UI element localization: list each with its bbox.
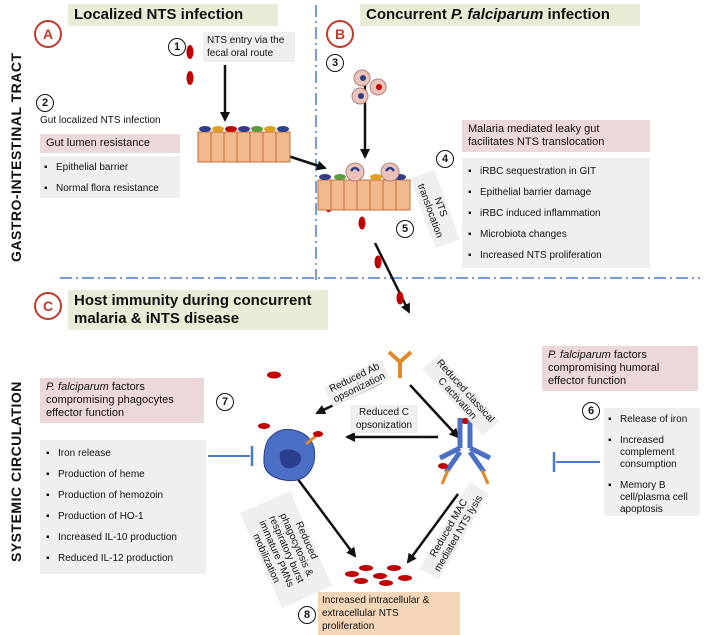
nts-bacterium [374,255,382,269]
step-8-line3: proliferation [322,621,375,632]
complement-complex [438,418,492,485]
nts-bacterium [186,71,194,85]
side-label-systemic: SYSTEMIC CIRCULATION [8,381,24,562]
panel-title-c-line1: Host immunity during concurrent [74,292,312,309]
panel-letter-b: B [326,20,354,48]
step-1-text: NTS entry via the fecal oral route [203,32,295,62]
step-4-header-line1: Malaria mediated leaky gut [468,123,600,135]
arrow-gut-to-b [284,153,327,171]
nts-bacterium [396,291,404,305]
nts-bacterium [186,45,194,59]
panel-title-b-part2: infection [543,6,610,23]
step-7-header-rest: factors [108,381,145,393]
step-7-list: Iron release Production of heme Producti… [46,448,200,565]
step-1-line2: fecal oral route [207,48,274,59]
step-2-label: Gut localized NTS infection [40,115,161,126]
step-1-number: 1 [168,38,186,56]
step-4-item: Epithelial barrier damage [468,187,644,199]
step-8-number: 8 [298,606,316,624]
step-4-item: iRBC sequestration in GIT [468,166,644,178]
step-7-list-box: Iron release Production of heme Producti… [40,440,206,574]
arrow-complement-to-nts [406,493,460,564]
step-1-line1: NTS entry via the [207,35,285,46]
infected-rbc-group [351,69,387,105]
step-7-number: 7 [216,393,234,411]
arrow-phagocyte-to-nts [295,477,357,558]
panel-letter-a: A [34,20,62,48]
panel-letter-c: C [34,292,62,320]
step-2-number: 2 [36,94,54,112]
step-6-header-italic: P. falciparum [548,349,611,361]
arrow-translocation [373,242,411,314]
step-8-line2: extracellular NTS [322,608,399,619]
step-7-item: Reduced IL-12 production [46,553,200,565]
nts-bacterium [267,371,281,379]
step-2-list-box: Epithelial barrier Normal flora resistan… [40,156,180,198]
nts-bacterium [358,216,366,230]
step-2-item: Normal flora resistance [44,183,176,195]
step-6-header: P. falciparum factors compromising humor… [542,346,698,391]
step-6-item: Increased complement consumption [608,435,696,471]
step-4-number: 4 [436,150,454,168]
step-7-item: Production of hemozoin [46,490,200,502]
step-5-number: 5 [396,220,414,238]
step-7-header-line2: compromising phagocytes [46,394,174,406]
panel-title-c-line2: malaria & iNTS disease [74,310,240,327]
panel-title-c: Host immunity during concurrent malaria … [68,290,328,330]
step-7-item: Increased IL-10 production [46,532,200,544]
step-6-item: Release of iron [608,414,696,426]
label-reduced-c: Reduced C opsonization [350,405,418,433]
nts-cluster [345,565,412,586]
antibody-shape [387,350,413,378]
step-6-header-line2: compromising humoral [548,362,660,374]
step-4-item: iRBC induced inflammation [468,208,644,220]
step-7-item: Iron release [46,448,200,460]
step-2-resistance: Gut lumen resistance [40,134,180,153]
nts-bacterium [258,423,270,429]
label-reduced-c-line2: opsonization [355,420,413,431]
panel-title-b-part1: Concurrent [366,6,452,23]
step-7-header-italic: P. falciparum [46,381,109,393]
gut-epithelium-b [317,162,411,211]
step-8-line1: Increased intracellular & [322,595,430,606]
step-4-list-box: iRBC sequestration in GIT Epithelial bar… [462,158,650,268]
phagocyte-cell [263,428,323,482]
arrow-ab-to-complement [409,384,460,439]
step-2-item: Epithelial barrier [44,162,176,174]
step-4-header: Malaria mediated leaky gut facilitates N… [462,120,650,152]
step-4-list: iRBC sequestration in GIT Epithelial bar… [468,166,644,262]
panel-title-b: Concurrent P. falciparum infection [360,4,640,26]
step-6-header-rest: factors [610,349,647,361]
panel-title-a: Localized NTS infection [68,4,278,26]
step-7-item: Production of heme [46,469,200,481]
step-7-item: Production of HO-1 [46,511,200,523]
step-6-item: Memory B cell/plasma cell apoptosis [608,480,696,516]
panel-title-b-italic: P. falciparum [451,6,544,23]
label-reduced-c-line1: Reduced C [358,407,410,418]
step-6-list-box: Release of iron Increased complement con… [604,408,700,516]
step-2-list: Epithelial barrier Normal flora resistan… [44,162,176,195]
step-6-header-line3: effector function [548,375,627,387]
step-4-item: Increased NTS proliferation [468,250,644,262]
step-7-header: P. falciparum factors compromising phago… [40,378,204,423]
step-8-text: Increased intracellular & extracellular … [318,592,460,635]
step-7-header-line1: P. falciparum factors [46,381,198,394]
step-4-item: Microbiota changes [468,229,644,241]
step-3-number: 3 [326,54,344,72]
step-6-header-line1: P. falciparum factors [548,349,692,362]
gut-epithelium-a [197,126,291,163]
side-label-gastro: GASTRO-INTESTINAL TRACT [8,52,24,262]
step-6-list: Release of iron Increased complement con… [608,414,696,516]
step-6-number: 6 [582,402,600,420]
step-7-header-line3: effector function [46,407,125,419]
step-4-header-line2: facilitates NTS translocation [468,136,605,148]
